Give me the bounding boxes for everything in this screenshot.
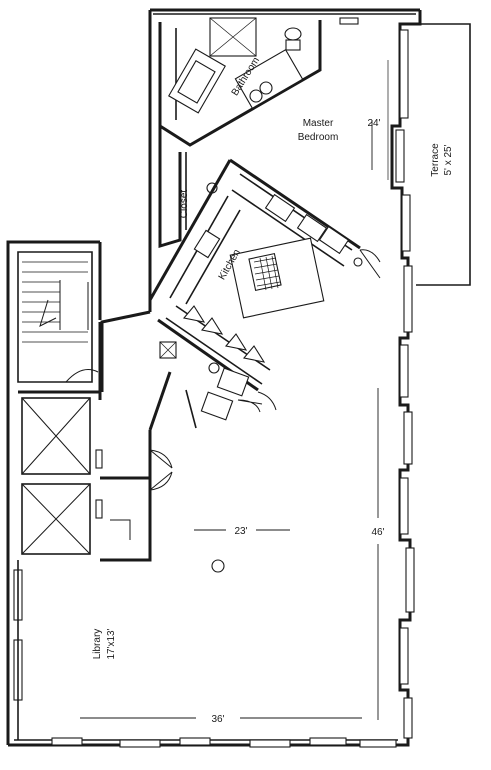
terrace-label-line2: 5' x 25' xyxy=(443,144,454,175)
master-bedroom-label-line1: Master xyxy=(303,118,334,129)
east-windows xyxy=(395,29,415,739)
library-label-line2: 17'x13' xyxy=(106,628,117,659)
stair-elevator-core xyxy=(17,251,173,562)
terrace xyxy=(387,23,471,286)
bathroom xyxy=(158,17,359,147)
south-windows xyxy=(51,737,397,748)
main-length-dimension: 46' xyxy=(371,527,384,538)
column xyxy=(211,559,225,573)
library-label-line1: Library xyxy=(92,629,103,660)
dimension-lines xyxy=(80,120,379,720)
terrace-label-line1: Terrace xyxy=(430,143,441,177)
master-bedroom-label-line2: Bedroom xyxy=(298,132,339,143)
kitchen-area xyxy=(148,158,381,392)
main-width-dimension: 23' xyxy=(234,526,247,537)
bedroom-width-dimension: 24' xyxy=(367,118,380,129)
library-width-dimension: 36' xyxy=(211,714,224,725)
kitchen-appliances xyxy=(148,341,277,431)
closet-label: Closet xyxy=(179,190,190,219)
